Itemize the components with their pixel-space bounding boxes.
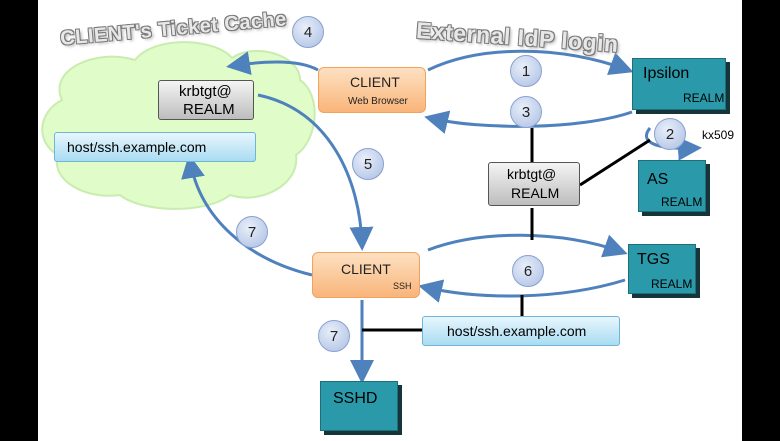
mid-krbtgt-line1: krbtgt@ [507,166,557,182]
sshd-server: SSHD [320,381,398,431]
cache-krbtgt-line2: REALM [183,101,235,118]
ipsilon-realm: REALM [683,91,725,105]
kx509-label: kx509 [702,128,735,142]
cache-krbtgt-line1: krbtgt@ [179,83,232,100]
cache-host-ticket-label: host/ssh.example.com [67,139,207,155]
tgs-server: TGS REALM [628,244,696,294]
arrow-step-5 [257,93,374,251]
bottom-host-ticket: host/ssh.example.com [422,316,620,346]
step-4-badge: 4 [292,16,324,48]
arrow-step-7-cache [181,154,313,277]
ticket-cache-cloud [41,41,316,210]
client-web-browser: CLIENT Web Browser [318,67,426,113]
cache-krbtgt-ticket: krbtgt@ REALM [158,80,254,120]
step-7-sshd-badge: 7 [318,320,350,352]
arrow-step-4 [226,51,319,76]
client-ssh: CLIENT SSH [312,252,420,298]
step-5-badge: 5 [352,148,384,180]
tgs-realm: REALM [651,277,693,291]
as-server: AS REALM [638,160,706,212]
client-web-browser-sub: Web Browser [348,96,408,107]
bottom-host-ticket-label: host/ssh.example.com [447,323,587,339]
ipsilon-name: Ipsilon [643,65,690,82]
arrow-step-2 [645,127,702,161]
link-ipsilon-ticket [579,138,651,187]
mid-krbtgt-ticket: krbtgt@ REALM [488,162,580,206]
as-realm: REALM [661,195,703,209]
as-name: AS [647,171,669,188]
step-6-badge: 6 [512,255,544,287]
client-ssh-sub: SSH [393,281,412,291]
step-2-badge: 2 [654,118,686,150]
client-ssh-name: CLIENT [341,261,391,277]
sshd-name: SSHD [333,390,378,407]
arrow-step-1 [427,49,634,76]
client-web-browser-name: CLIENT [350,74,400,90]
step-7-cache-badge: 7 [236,216,268,248]
step-1-badge: 1 [510,55,542,87]
tgs-name: TGS [637,251,670,268]
mid-krbtgt-line2: REALM [511,185,560,201]
arrow-step-6-to-tgs [427,233,628,258]
step-3-badge: 3 [510,96,542,128]
cache-host-ticket: host/ssh.example.com [54,132,256,162]
ipsilon-server: Ipsilon REALM [632,58,726,110]
